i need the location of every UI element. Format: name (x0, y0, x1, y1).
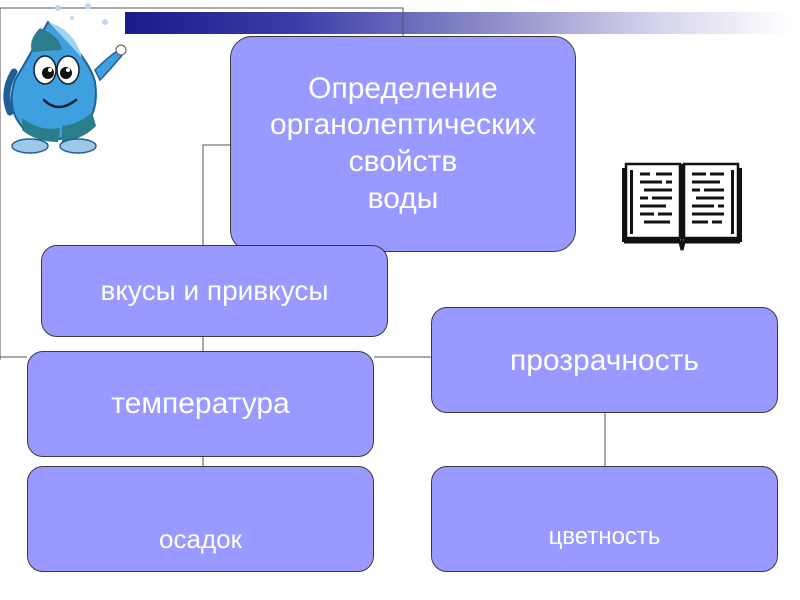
connector-banner-left (0, 7, 404, 360)
top-gradient-banner (125, 12, 790, 34)
node-color-box: цветность (431, 466, 778, 572)
connector-root-left (202, 144, 230, 245)
root-node-label: Определение органолептических свойств во… (269, 71, 537, 215)
open-book-icon (622, 162, 742, 251)
node-temperature-box: температура (27, 351, 374, 457)
node-transparency-label: прозрачность (510, 344, 699, 377)
water-drop-mascot-icon (3, 3, 127, 154)
node-temperature-label: температура (111, 387, 290, 420)
node-color-label: цветность (548, 523, 661, 550)
node-transparency-box: прозрачность (431, 307, 778, 413)
node-sediment-box: осадок (27, 466, 374, 572)
node-sediment-label: осадок (159, 524, 242, 554)
root-node-box: Определение органолептических свойств во… (230, 36, 576, 252)
node-taste-box: вкусы и привкусы (41, 245, 388, 337)
node-taste-label: вкусы и привкусы (100, 275, 329, 306)
